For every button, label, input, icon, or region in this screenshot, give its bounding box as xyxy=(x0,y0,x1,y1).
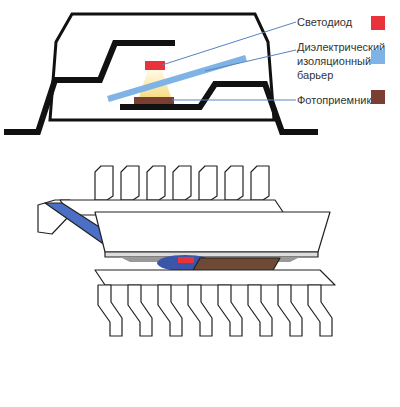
pin xyxy=(121,166,139,200)
legend-swatch xyxy=(371,90,385,104)
legend-swatch xyxy=(371,50,385,64)
front-leadframe xyxy=(95,270,335,285)
pin xyxy=(98,285,122,336)
pin xyxy=(147,166,165,200)
leader-line xyxy=(172,100,296,101)
pin xyxy=(248,285,272,336)
top-plate xyxy=(95,212,330,252)
legend-text: Светодиод xyxy=(297,15,369,29)
isolation-barrier xyxy=(108,58,246,99)
pin xyxy=(308,285,332,336)
pin xyxy=(95,166,113,200)
led-chip xyxy=(178,257,194,263)
top-plate-edge xyxy=(105,252,318,257)
pin xyxy=(251,166,269,200)
legend-swatch xyxy=(371,16,385,30)
photodetector-chip xyxy=(134,97,174,104)
pin xyxy=(218,285,242,336)
cross-section xyxy=(4,14,318,132)
led-chip xyxy=(145,61,165,70)
pin xyxy=(188,285,212,336)
leader-line xyxy=(205,50,296,71)
cutaway-view xyxy=(38,166,335,336)
pin xyxy=(173,166,191,200)
pin xyxy=(158,285,182,336)
pin xyxy=(128,285,152,336)
pin xyxy=(199,166,217,200)
leader-line xyxy=(162,22,296,65)
pin xyxy=(278,285,302,336)
pin xyxy=(225,166,243,200)
legend-text: Фотоприемник xyxy=(297,93,371,107)
